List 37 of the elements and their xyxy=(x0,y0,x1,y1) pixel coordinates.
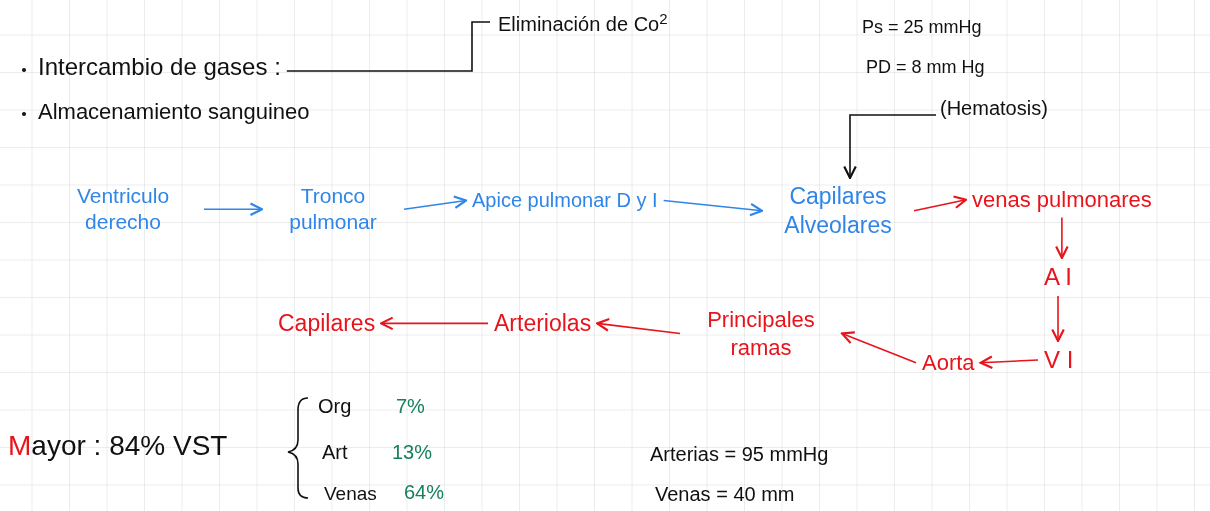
arrow xyxy=(403,195,468,211)
pressure-text: PD = 8 mm Hg xyxy=(866,56,985,79)
arrow xyxy=(596,318,681,335)
topic-text: Almacenamiento sanguineo xyxy=(38,98,310,126)
step-text: Arteriolas xyxy=(494,309,592,338)
arrow xyxy=(913,195,968,212)
percent-text: 7% xyxy=(396,394,425,419)
percent-text: 64% xyxy=(404,480,445,505)
arrow xyxy=(203,202,264,217)
note-text: (Hematosis) xyxy=(940,96,1048,121)
step-text: venas pulmonares xyxy=(972,186,1152,214)
arrow xyxy=(979,355,1039,370)
topic-text: Intercambio de gases : xyxy=(38,52,281,82)
arrow xyxy=(380,316,489,331)
percent-text: 13% xyxy=(392,440,433,465)
category-text: Venas xyxy=(324,482,377,506)
step-text: Aorta xyxy=(922,349,975,377)
category-text: Art xyxy=(322,440,348,465)
step-text: Principales ramas xyxy=(706,306,816,361)
pressure-text: Arterias = 95 mmHg xyxy=(650,442,829,467)
step-text: V I xyxy=(1044,345,1074,375)
step-text: Ventriculo derecho xyxy=(75,183,171,236)
pressure-text: Venas = 40 mm xyxy=(655,482,795,507)
summary-text: Mayor : 84% VST xyxy=(8,429,228,463)
arrow xyxy=(1055,216,1069,260)
step-text: Capilares Alveolares xyxy=(783,182,893,240)
arrow xyxy=(840,331,917,364)
pressure-text: Ps = 25 mmHg xyxy=(862,16,982,39)
step-text: Apice pulmonar D y I xyxy=(472,188,658,213)
step-text: A I xyxy=(1044,262,1073,292)
step-text: Tronco pulmonar xyxy=(288,183,378,236)
step-text: Capilares xyxy=(278,309,376,338)
function-text: Eliminación de Co$^{2}$ xyxy=(498,12,668,37)
arrow xyxy=(1051,295,1065,343)
arrow xyxy=(843,114,937,180)
category-text: Org xyxy=(318,394,352,419)
arrow xyxy=(662,199,764,217)
